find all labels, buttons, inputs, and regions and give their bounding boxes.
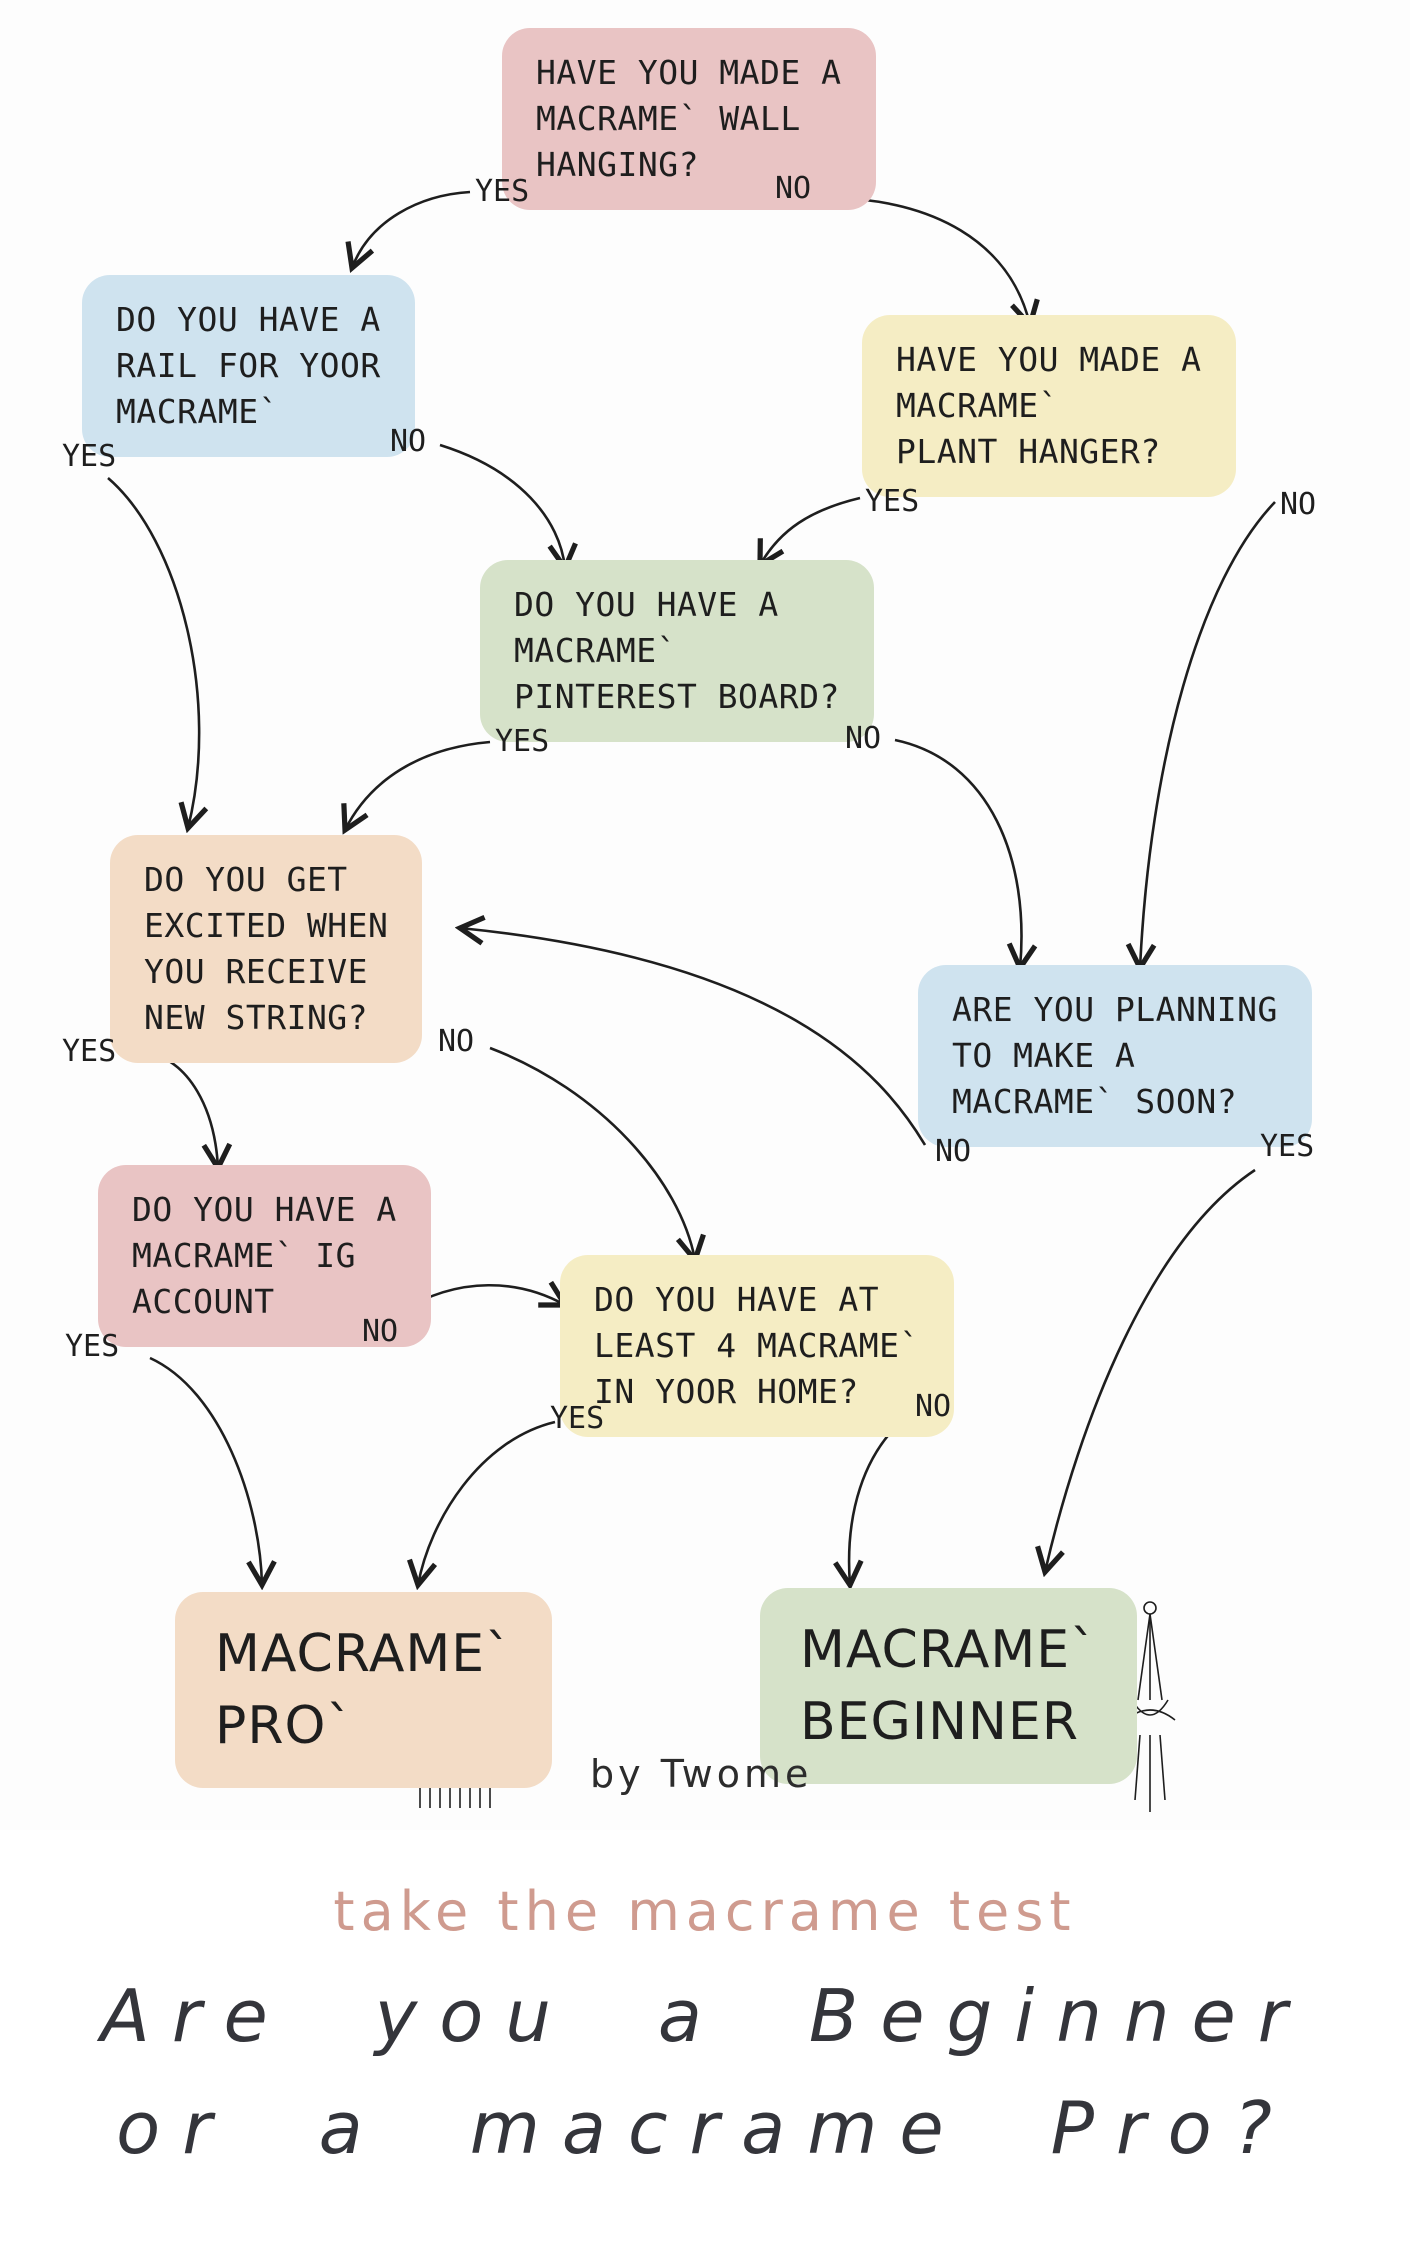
edge-pinterest-yes	[345, 740, 491, 830]
label-ig-no: NO	[362, 1314, 399, 1349]
label-rail-no: NO	[390, 424, 427, 459]
edge-planning-yes	[1045, 1168, 1256, 1572]
label-plant-no: NO	[1280, 487, 1317, 522]
question-planning: ARE YOU PLANNING TO MAKE A MACRAME` SOON…	[918, 965, 1312, 1147]
question-plant-hanger: HAVE YOU MADE A MACRAME` PLANT HANGER?	[862, 315, 1236, 497]
edge-four-yes	[418, 1420, 556, 1585]
label-four-yes: YES	[550, 1401, 605, 1436]
edge-wall-no	[834, 196, 1030, 325]
byline: by Twome	[590, 1752, 813, 1796]
label-wall-no: NO	[775, 171, 812, 206]
edge-string-yes	[144, 1050, 218, 1168]
edge-string-no	[489, 1046, 695, 1260]
label-pinterest-yes: YES	[495, 724, 550, 759]
label-four-no: NO	[915, 1389, 952, 1424]
footer-title: Are you a Beginner or a macrame Pro?	[100, 1974, 1310, 2170]
label-planning-yes: YES	[1260, 1129, 1315, 1164]
question-wall-hanging: HAVE YOU MADE A MACRAME` WALL HANGING?	[502, 28, 876, 210]
label-string-yes: YES	[62, 1034, 117, 1069]
footer-subtitle: take the macrame test	[333, 1880, 1077, 1943]
question-four-home: DO YOU HAVE AT LEAST 4 MACRAME` IN YOOR …	[560, 1255, 954, 1437]
result-beginner: MACRAME` BEGINNER	[760, 1588, 1138, 1784]
label-pinterest-no: NO	[845, 721, 882, 756]
question-pinterest: DO YOU HAVE A MACRAME` PINTEREST BOARD?	[480, 560, 874, 742]
question-ig: DO YOU HAVE A MACRAME` IG ACCOUNT	[98, 1165, 431, 1347]
result-pro: MACRAME` PRO`	[175, 1592, 553, 1788]
edge-wall-yes	[352, 190, 471, 268]
edge-ig-yes	[149, 1356, 262, 1585]
label-wall-yes: YES	[475, 174, 530, 209]
edge-pinterest-no	[894, 738, 1021, 968]
label-string-no: NO	[438, 1024, 475, 1059]
question-rail: DO YOU HAVE A RAIL FOR YOOR MACRAME`	[82, 275, 415, 457]
edge-plant-no	[1140, 501, 1276, 968]
edge-planning-no	[460, 928, 927, 1146]
edge-rail-yes	[107, 477, 199, 828]
edge-rail-no	[439, 443, 565, 568]
label-planning-no: NO	[935, 1134, 972, 1169]
question-string: DO YOU GET EXCITED WHEN YOU RECEIVE NEW …	[110, 835, 423, 1063]
label-plant-yes: YES	[865, 484, 920, 519]
flowchart-area: HAVE YOU MADE A MACRAME` WALL HANGING? D…	[62, 28, 1317, 1812]
edge-plant-yes	[760, 496, 861, 565]
label-rail-yes: YES	[62, 439, 117, 474]
label-ig-yes: YES	[65, 1329, 120, 1364]
